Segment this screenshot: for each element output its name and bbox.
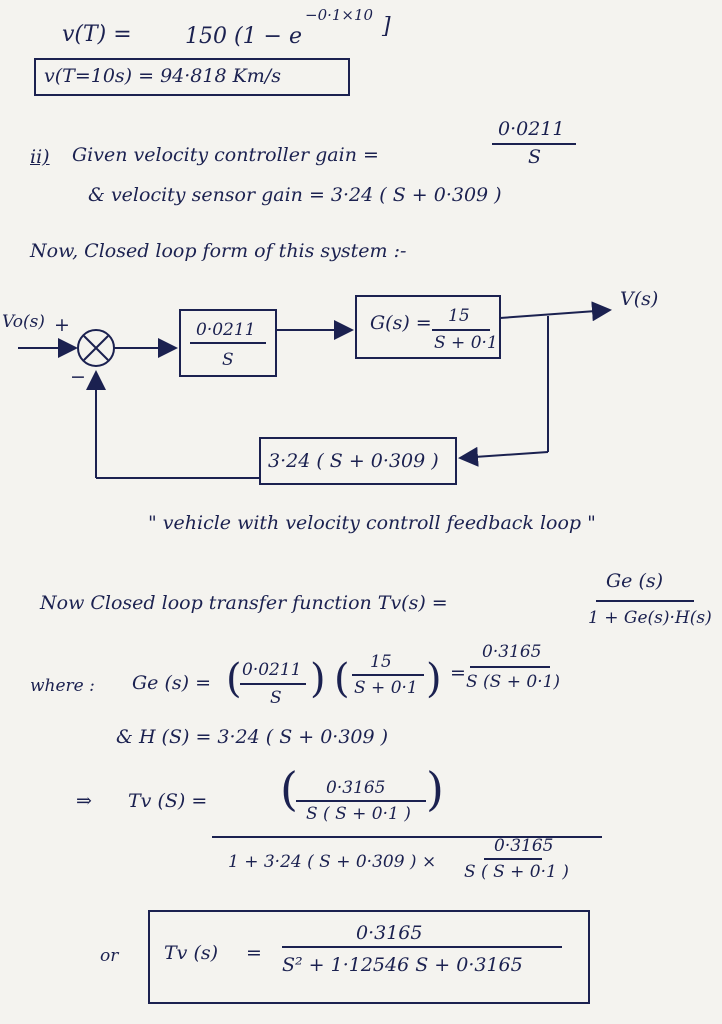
- controller-gain-fraction-bar: [492, 143, 576, 145]
- final-equals: =: [246, 942, 262, 964]
- ge-factor1-bar: [240, 683, 306, 685]
- ge-paren-open-2: (: [334, 656, 350, 702]
- output-arrow: [499, 301, 612, 322]
- plus-sign: +: [54, 314, 70, 336]
- plant-numerator: 15: [448, 306, 470, 326]
- ge-factor1-numerator: 0·0211: [242, 660, 302, 680]
- ge-factor1-denominator: S: [270, 688, 282, 708]
- transfer-function-fraction-bar: [596, 600, 694, 602]
- velocity-equation-lhs: v(T) =: [62, 22, 132, 47]
- transfer-function-numerator: Ge (s): [606, 570, 664, 592]
- controller-block-denominator: S: [222, 350, 234, 370]
- tv-main-fraction-bar: [212, 836, 602, 838]
- plant-denominator: S + 0·1: [434, 333, 498, 353]
- controller-block-numerator: 0·0211: [196, 320, 256, 340]
- transfer-function-denominator: 1 + Ge(s)·H(s): [588, 608, 712, 628]
- tv-top-paren-close: ): [426, 762, 444, 816]
- velocity-equation-rhs: 150 (1 − e: [185, 24, 303, 49]
- tv-top-paren-open: (: [280, 762, 298, 816]
- given-gain-text: Given velocity controller gain =: [72, 144, 379, 166]
- final-lhs: Tv (s): [164, 942, 219, 964]
- ge-paren-open-1: (: [226, 656, 242, 702]
- ge-factor2-denominator: S + 0·1: [354, 678, 418, 698]
- controller-block: [179, 309, 277, 377]
- ge-paren-close-2: ): [426, 656, 442, 702]
- final-fraction-bar: [282, 946, 562, 948]
- velocity-equation-bracket: ]: [382, 14, 391, 39]
- ge-paren-close-1: ): [310, 656, 326, 702]
- controller-gain-numerator: 0·0211: [498, 118, 565, 140]
- input-label: Vo(s): [2, 312, 45, 332]
- plant-label: G(s) =: [370, 312, 432, 334]
- implies-arrow: ⇒: [76, 790, 92, 812]
- minus-sign: −: [70, 366, 86, 388]
- plant-block: [355, 295, 501, 359]
- tv-top-numerator: 0·3165: [326, 778, 386, 798]
- ge-factor2-numerator: 15: [370, 652, 392, 672]
- tv-bottom-bar: [484, 858, 542, 860]
- closed-loop-heading: Now, Closed loop form of this system :-: [30, 240, 407, 262]
- tv-bottom-expression: 1 + 3·24 ( S + 0·309 ) ×: [228, 852, 437, 872]
- feedback-block: [259, 437, 457, 485]
- ge-factor2-bar: [352, 674, 424, 676]
- tv-lhs: Tv (S) =: [128, 790, 208, 812]
- tv-top-denominator: S ( S + 0·1 ): [306, 804, 411, 824]
- final-denominator: S² + 1·12546 S + 0·3165: [282, 954, 523, 976]
- tv-top-bar: [296, 800, 426, 802]
- part-ii-label: ii): [30, 146, 50, 168]
- or-label: or: [100, 946, 119, 966]
- where-label: where :: [30, 676, 95, 696]
- output-label: V(s): [620, 288, 659, 310]
- transfer-function-heading: Now Closed loop transfer function Tv(s) …: [40, 592, 448, 614]
- controller-gain-denominator: S: [528, 146, 542, 168]
- diagram-caption: " vehicle with velocity controll feedbac…: [148, 512, 596, 534]
- final-numerator: 0·3165: [356, 922, 423, 944]
- ge-result-denominator: S (S + 0·1): [466, 672, 561, 692]
- ge-lhs: Ge (s) =: [132, 672, 211, 694]
- h-equation: & H (S) = 3·24 ( S + 0·309 ): [116, 726, 389, 748]
- velocity-result-text: v(T=10s) = 94·818 Km/s: [44, 65, 281, 87]
- ge-equals: =: [450, 662, 466, 684]
- final-answer-box: Tv (s) = 0·3165 S² + 1·12546 S + 0·3165: [148, 910, 590, 1004]
- feedback-block-label: 3·24 ( S + 0·309 ): [268, 450, 439, 472]
- tv-bottom-numerator: 0·3165: [494, 836, 554, 856]
- velocity-result-box: v(T=10s) = 94·818 Km/s: [34, 58, 350, 96]
- ge-result-bar: [470, 666, 550, 668]
- feedback-arrow-in: [458, 446, 549, 467]
- velocity-equation-exponent: −0·1×10: [305, 6, 374, 24]
- ge-result-numerator: 0·3165: [482, 642, 542, 662]
- tv-bottom-denominator: S ( S + 0·1 ): [464, 862, 569, 882]
- sensor-gain-text: & velocity sensor gain = 3·24 ( S + 0·30…: [88, 184, 502, 206]
